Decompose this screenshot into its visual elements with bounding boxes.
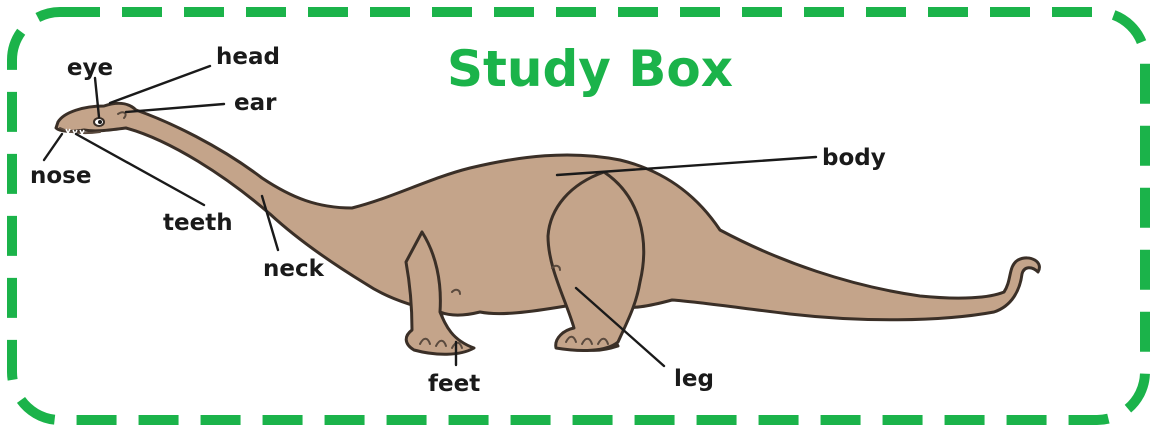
head-leader xyxy=(110,66,210,103)
label-feet: feet xyxy=(428,371,480,397)
label-nose: nose xyxy=(30,163,91,189)
ear-leader xyxy=(126,104,224,112)
label-eye: eye xyxy=(67,55,113,81)
nose-leader xyxy=(44,134,62,160)
page-title: Study Box xyxy=(447,40,733,98)
label-body: body xyxy=(822,145,886,171)
label-neck: neck xyxy=(263,256,325,282)
label-ear: ear xyxy=(234,90,277,116)
label-teeth: teeth xyxy=(163,210,233,236)
label-leg: leg xyxy=(674,366,714,392)
back-leg-near xyxy=(548,172,644,350)
label-head: head xyxy=(216,44,280,70)
dinosaur-pupil xyxy=(98,120,102,124)
